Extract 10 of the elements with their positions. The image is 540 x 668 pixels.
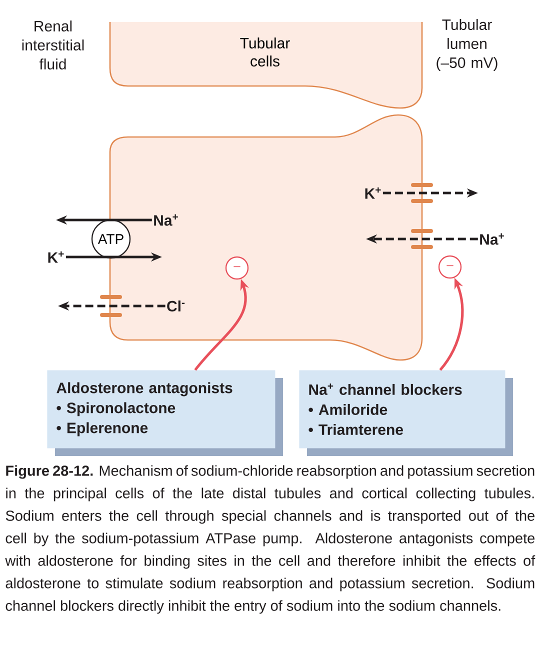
ion-label: Na$^{+}$	[154, 214, 178, 226]
region-label: Tubular lumen (–50 mV)	[436, 19, 498, 71]
ion-label: K$^{+}$	[48, 251, 64, 263]
ion-label: K$^{+}$	[365, 187, 381, 199]
figure-caption: Figure 28-12. Mechanism of sodium-chloride reabsorption and potassium secretion in the principal cells of the late distal tubules and cortical collecting tubules. Sodium enters the cell through special channels and is transported out of the cell by the sodium-potassium ATPase pump. Aldosterone antagonists compete with aldosterone for binding sites in the cell and therefore inhibit the effects of aldosterone to stimulate sodium reabsorption and potassium secretion. Sodium channel blockers directly inhibit the entry of sodium into the sodium channels.	[5, 465, 536, 614]
region-label: Renal interstitial fluid	[22, 20, 84, 70]
ion-label: Cl$^{-}$	[167, 300, 185, 312]
drug-box: Aldosterone antagonists • Spironolactone • Eplerenone	[47, 370, 283, 456]
drug-box: Na$^{+}$ channel blockers • Amiloride • Triamterene	[299, 370, 513, 456]
ion-label: Na$^{+}$	[480, 233, 504, 245]
